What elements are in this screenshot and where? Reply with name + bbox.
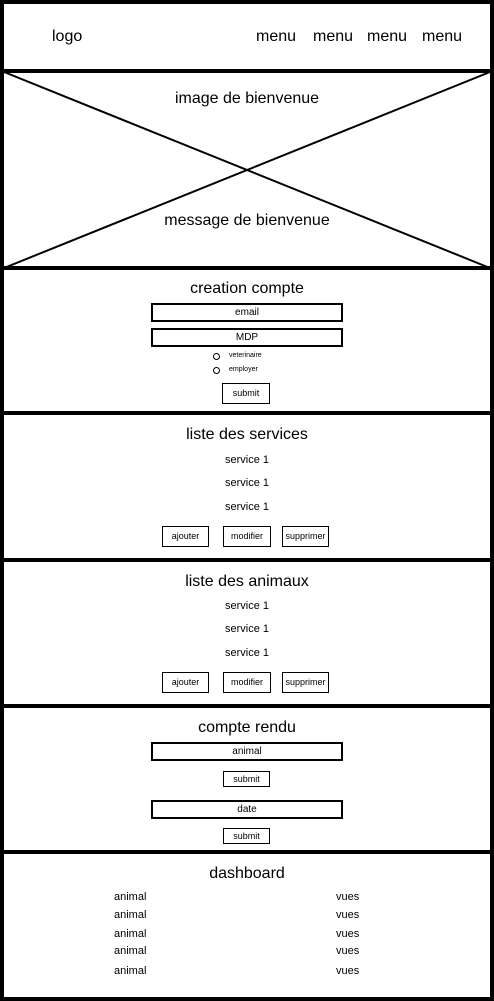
services-section: liste des services service 1 service 1 s… — [0, 415, 494, 558]
dashboard-animal: animal — [114, 891, 147, 903]
radio-circle-icon[interactable] — [213, 366, 220, 374]
add-button[interactable]: ajouter — [162, 672, 209, 693]
welcome-image-text: image de bienvenue — [174, 90, 320, 107]
radio-employer[interactable]: employer — [213, 365, 258, 375]
dashboard-animal: animal — [114, 928, 147, 940]
menu-item-4[interactable]: menu — [422, 28, 463, 45]
hero-section: image de bienvenue message de bienvenue — [0, 72, 494, 268]
submit-button[interactable]: submit — [223, 828, 270, 844]
animal-field[interactable]: animal — [151, 742, 343, 761]
logo[interactable]: logo — [52, 28, 83, 45]
services-title: liste des services — [186, 426, 308, 443]
header: logo menu menu menu menu — [0, 0, 494, 70]
list-item: service 1 — [224, 600, 270, 612]
divider — [0, 411, 494, 415]
menu-item-2[interactable]: menu — [313, 28, 354, 45]
dashboard-animal: animal — [114, 945, 147, 957]
submit-button[interactable]: submit — [222, 383, 270, 404]
welcome-message: message de bienvenue — [164, 212, 330, 229]
password-field[interactable]: MDP — [151, 328, 343, 347]
dashboard-views: vues — [336, 909, 360, 921]
list-item: service 1 — [224, 647, 270, 659]
dashboard-animal: animal — [114, 965, 147, 977]
dashboard-section: dashboard animal vues animal vues animal… — [0, 854, 494, 997]
report-section: compte rendu animal submit date submit — [0, 708, 494, 851]
menu-item-3[interactable]: menu — [367, 28, 408, 45]
animals-title: liste des animaux — [185, 573, 309, 590]
account-section: creation compte email MDP veterinaire em… — [0, 270, 494, 412]
radio-label: veterinaire — [229, 352, 262, 359]
divider — [0, 69, 494, 73]
edit-button[interactable]: modifier — [223, 526, 271, 547]
list-item: service 1 — [224, 623, 270, 635]
dashboard-title: dashboard — [209, 865, 285, 882]
list-item: service 1 — [224, 477, 270, 489]
menu-item-1[interactable]: menu — [256, 28, 297, 45]
animals-section: liste des animaux service 1 service 1 se… — [0, 562, 494, 705]
divider — [0, 704, 494, 708]
divider — [0, 850, 494, 854]
report-title: compte rendu — [198, 719, 296, 736]
account-title: creation compte — [190, 280, 304, 297]
dashboard-views: vues — [336, 928, 360, 940]
divider — [0, 558, 494, 562]
list-item: service 1 — [224, 454, 270, 466]
edit-button[interactable]: modifier — [223, 672, 271, 693]
radio-veterinaire[interactable]: veterinaire — [213, 351, 262, 361]
dashboard-views: vues — [336, 965, 360, 977]
image-placeholder — [3, 72, 491, 268]
delete-button[interactable]: supprimer — [282, 526, 329, 547]
dashboard-views: vues — [336, 945, 360, 957]
dashboard-views: vues — [336, 891, 360, 903]
submit-button[interactable]: submit — [223, 771, 270, 787]
email-field[interactable]: email — [151, 303, 343, 322]
date-field[interactable]: date — [151, 800, 343, 819]
list-item: service 1 — [224, 501, 270, 513]
add-button[interactable]: ajouter — [162, 526, 209, 547]
radio-circle-icon[interactable] — [213, 352, 220, 360]
dashboard-animal: animal — [114, 909, 147, 921]
radio-label: employer — [229, 366, 258, 373]
divider — [0, 266, 494, 270]
delete-button[interactable]: supprimer — [282, 672, 329, 693]
